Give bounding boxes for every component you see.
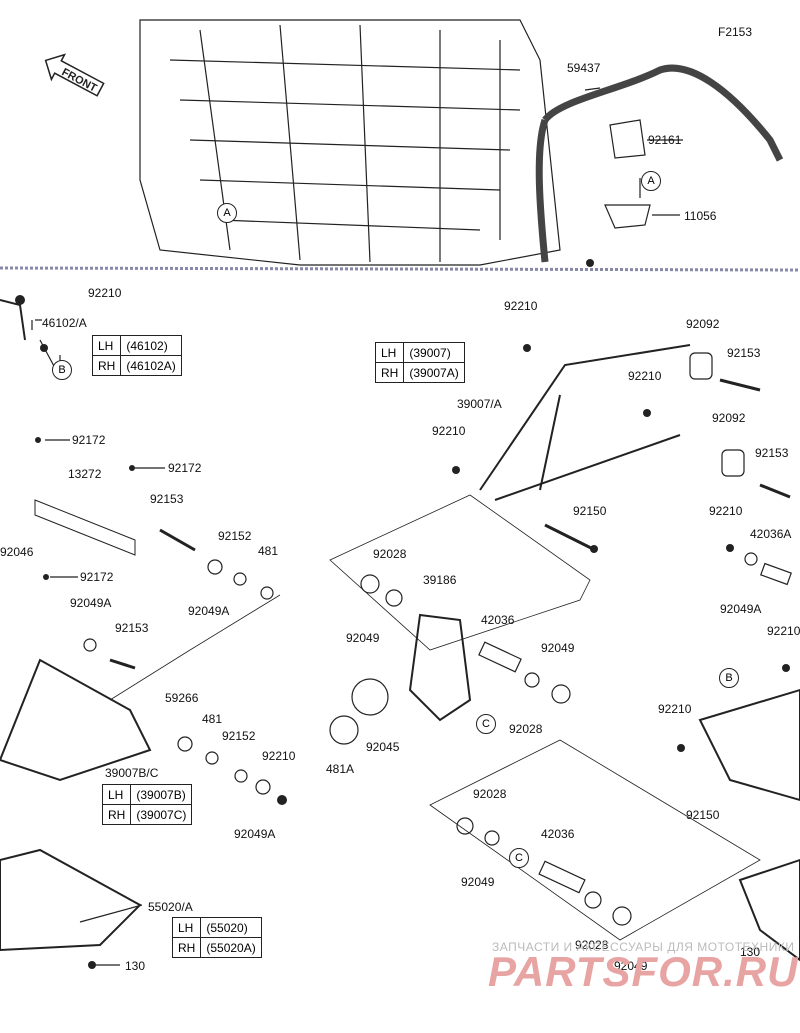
part-number-label: 92153 [755,446,789,460]
reference-callout: A [641,171,661,191]
part-number-label: 92150 [573,504,607,518]
table-39007: LH(39007) RH(39007A) [374,342,465,383]
watermark-text: ЗАПЧАСТИ И АКСЕССУАРЫ ДЛЯ МОТОТЕХНИКИ [492,940,795,954]
table-39007b: LH(39007B) RH(39007C) [101,784,193,825]
part-number-label: 92049 [461,875,495,889]
part-number-label: 92049A [188,604,230,618]
part-number-label: 92028 [373,547,407,561]
part-number-label: 39007B/C [105,766,159,780]
part-number-label: 92046 [0,545,34,559]
part-number-label: 481 [258,544,279,558]
diagram-code: F2153 [718,25,753,39]
part-number-label: 92172 [80,570,114,584]
part-number-label: 92210 [767,624,800,638]
watermark-logo: PARTSFOR.RU [488,948,799,995]
reference-callout: C [476,714,496,734]
part-number-label: 92028 [509,722,543,736]
stabilizer-bar [542,64,784,162]
part-number-label: 59437 [567,61,601,75]
part-number-label: 92028 [575,938,609,952]
part-number-label: 92210 [709,504,743,518]
part-number-label: 92153 [150,492,184,506]
part-number-label: 92210 [504,299,538,313]
part-number-label: 92152 [218,529,252,543]
part-number-label: 92210 [658,702,692,716]
part-number-label: 59266 [165,691,199,705]
part-number-label: 92172 [72,433,106,447]
part-number-label: 92045 [366,740,400,754]
reference-callout: A [217,203,237,223]
part-number-label: 92153 [115,621,149,635]
part-number-label: 42036A [750,527,792,541]
part-number-label: 92049 [346,631,380,645]
reference-callout: B [719,668,739,688]
part-number-label: 42036 [481,613,515,627]
part-number-label: 92150 [686,808,720,822]
reference-callout: C [509,848,529,868]
front-arrow-icon: FRONT [36,44,110,105]
frame-outline [139,19,561,266]
part-number-label: 92049 [614,959,648,973]
part-number-label: 92152 [222,729,256,743]
part-number-label: 92049A [234,827,276,841]
part-number-label: 481 [202,712,223,726]
part-number-label: 39186 [423,573,457,587]
part-number-label: 92210 [628,369,662,383]
part-number-label: 55020/A [148,900,193,914]
part-number-label: 13272 [68,467,102,481]
part-number-label: 39007/A [457,397,502,411]
part-number-label: 92210 [88,286,122,300]
part-number-label: 42036 [541,827,575,841]
part-number-label: 92092 [686,317,720,331]
part-number-label: 92049A [70,596,112,610]
part-number-label: 130 [740,945,761,959]
part-number-label: 92210 [262,749,296,763]
part-number-label: 130 [125,959,146,973]
part-number-label: 92210 [432,424,466,438]
table-46102: LH(46102) RH(46102A) [91,335,182,376]
part-number-label: 92049A [720,602,762,616]
part-number-label: 92028 [473,787,507,801]
table-55020: LH(55020) RH(55020A) [171,917,262,958]
part-number-label: 46102/A [42,316,87,330]
part-number-label: 92172 [168,461,202,475]
part-number-label: 92092 [712,411,746,425]
reference-callout: B [52,360,72,380]
part-number-label: 92161 [648,133,682,147]
part-number-label: 11056 [684,209,717,223]
part-number-label: 92153 [727,346,761,360]
part-number-label: 481A [326,762,355,776]
part-number-label: 92049 [541,641,575,655]
